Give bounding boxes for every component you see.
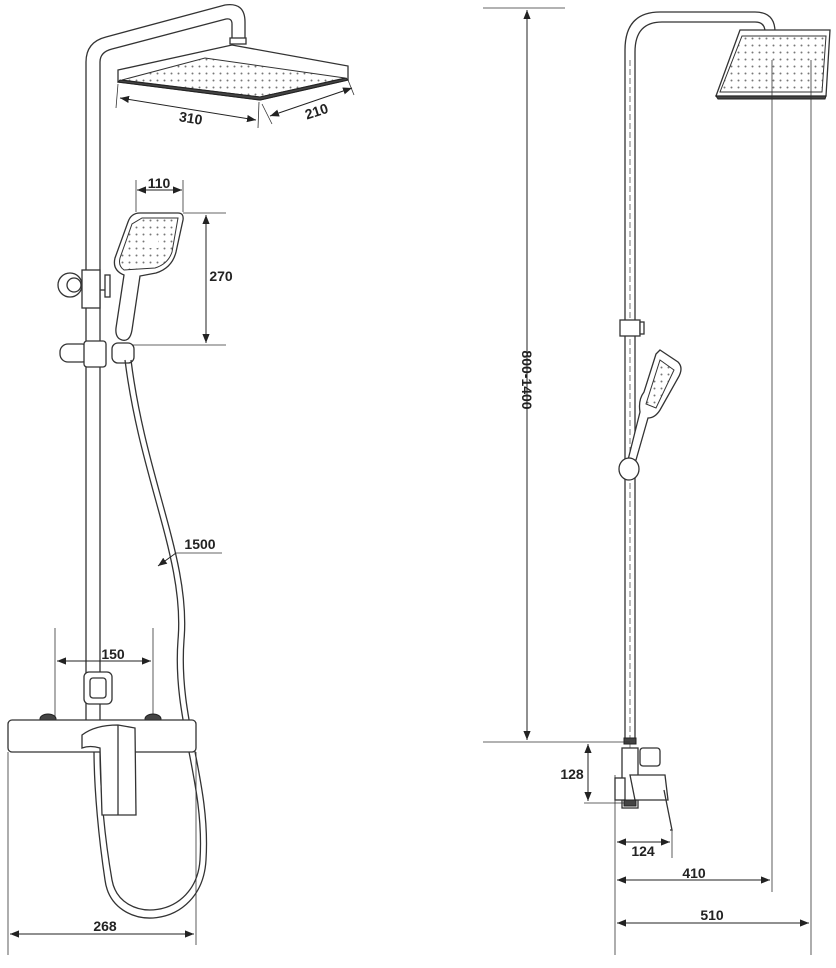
hand-shower-height-label: 270 [209,268,233,284]
head-total-projection-label: 510 [700,907,724,923]
slide-holder-side [618,457,640,481]
mixer-height-label: 128 [560,766,584,782]
overhead-shower-head-side [715,29,831,100]
wall-bracket [57,269,111,309]
overhead-shower-head [116,44,349,101]
slide-holder [59,340,135,368]
wall-bracket-side [619,319,641,337]
hose-length-label: 1500 [184,536,215,552]
front-view: 310 210 110 270 [7,3,355,955]
inlet-spacing-label: 150 [101,646,125,662]
side-view: 800-1400 128 124 410 510 [483,7,831,955]
mixer-projection-label: 124 [631,843,655,859]
hand-shower-side [627,349,682,461]
riser-pipe [85,3,246,720]
hand-shower-width-label: 110 [148,175,171,191]
rail-height-label: 800-1400 [519,350,535,409]
thermostatic-mixer [7,713,197,816]
head-depth-label: 210 [303,100,330,123]
head-width-label: 310 [178,108,204,127]
hose [99,359,202,911]
hand-shower [113,212,184,341]
riser-pipe-side [624,11,776,742]
mixer-width-label: 268 [93,918,117,934]
mixer-side [614,737,673,831]
head-center-projection-label: 410 [682,865,706,881]
